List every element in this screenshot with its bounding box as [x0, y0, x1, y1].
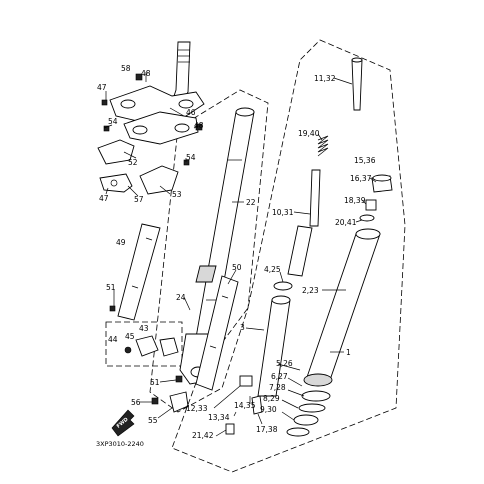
- hose-guide: [135, 335, 159, 357]
- upper-bracket: [109, 85, 205, 125]
- part-label-3: 3: [240, 323, 245, 332]
- part-label-2-23: 2,23: [302, 286, 319, 295]
- part-label-58: 58: [121, 64, 131, 73]
- part-label-45: 45: [125, 332, 135, 341]
- part-label-20-41: 20,41: [335, 218, 357, 227]
- seal-washer: [286, 427, 310, 437]
- part-label-47-upper: 47: [97, 83, 107, 92]
- stopper-ring: [298, 403, 326, 413]
- part-label-53: 53: [172, 190, 182, 199]
- protector-plate: [169, 391, 189, 413]
- part-label-1: 1: [346, 348, 351, 357]
- o-ring: [359, 214, 375, 222]
- part-label-16-37: 16,37: [350, 174, 372, 183]
- part-label-54-upper: 54: [108, 117, 118, 126]
- oil-seal: [301, 390, 331, 402]
- part-label-13-34: 13,34: [208, 413, 230, 422]
- part-labels: 58 48 47 46 48 54 52 54 47 57 53 22 49 5…: [97, 64, 376, 440]
- fork-guards: [117, 223, 239, 391]
- part-label-11-32: 11,32: [314, 74, 336, 83]
- guide-bracket: [159, 337, 179, 357]
- part-label-4-25: 4,25: [264, 265, 281, 274]
- cable-clamp: [99, 173, 133, 193]
- part-label-56: 56: [131, 398, 141, 407]
- drain-bolt: [251, 395, 263, 415]
- under-bracket: [123, 111, 199, 145]
- fork-spring: [317, 135, 329, 157]
- slide-tube: [257, 299, 291, 397]
- part-label-17-38: 17,38: [256, 425, 278, 434]
- forward-arrow: FWD: [111, 409, 135, 437]
- part-label-14-35: 14,35: [234, 401, 256, 410]
- part-label-51-upper: 51: [106, 283, 116, 292]
- cap-bolt: [351, 59, 363, 111]
- part-label-7-28: 7,28: [269, 383, 286, 392]
- part-label-12-33: 12,33: [186, 404, 208, 413]
- part-label-54-lower: 54: [186, 153, 196, 162]
- handlebar-holder-upper: [97, 139, 135, 165]
- clamp-bolt: [225, 423, 235, 435]
- part-label-10-31: 10,31: [272, 208, 294, 217]
- leader-lines: [103, 72, 377, 437]
- part-label-21-42: 21,42: [192, 431, 214, 440]
- outer-tube: [305, 233, 381, 381]
- fork-guard-left: [117, 223, 161, 321]
- inner-tube-band: [195, 265, 217, 283]
- part-label-15-36: 15,36: [354, 156, 376, 165]
- diagram-code: 3XP3010-2240: [96, 440, 144, 448]
- handlebar-holder-lower: [139, 165, 179, 195]
- part-label-5-26: 5,26: [276, 359, 293, 368]
- part-label-52: 52: [128, 158, 138, 167]
- adjuster: [365, 199, 377, 211]
- part-label-6-27: 6,27: [271, 372, 288, 381]
- inner-fork-group-boundary: [149, 89, 269, 413]
- outer-fork-group-boundary: [171, 39, 406, 473]
- part-label-49: 49: [116, 238, 126, 247]
- part-label-48-lower: 48: [194, 121, 204, 130]
- hose-guide-parts: [124, 335, 179, 357]
- steering-stem-assembly: [97, 41, 205, 195]
- part-label-22: 22: [246, 198, 256, 207]
- axle-bolt: [239, 375, 253, 387]
- part-label-50: 50: [232, 263, 242, 272]
- part-label-19-40: 19,40: [298, 129, 320, 138]
- lower-hardware: [109, 305, 189, 413]
- dust-seal: [293, 414, 319, 426]
- part-label-24: 24: [176, 293, 186, 302]
- part-label-55: 55: [148, 416, 158, 425]
- part-label-47-lower: 47: [99, 194, 109, 203]
- part-label-46: 46: [186, 108, 196, 117]
- part-label-44: 44: [108, 335, 118, 344]
- part-label-48-upper: 48: [141, 69, 151, 78]
- part-label-8-29: 8,29: [263, 394, 280, 403]
- part-label-9-30: 9,30: [260, 405, 277, 414]
- part-label-51-lower: 51: [150, 378, 160, 387]
- outer-tube-base: [303, 373, 333, 387]
- part-label-18-39: 18,39: [344, 196, 366, 205]
- part-label-57: 57: [134, 195, 144, 204]
- damper-rod: [309, 169, 321, 227]
- fork-guard-right: [195, 275, 239, 391]
- piston-ring: [273, 281, 293, 291]
- part-label-43: 43: [139, 324, 149, 333]
- damper-cylinder: [287, 225, 313, 277]
- outer-fork-assembly: [225, 57, 393, 437]
